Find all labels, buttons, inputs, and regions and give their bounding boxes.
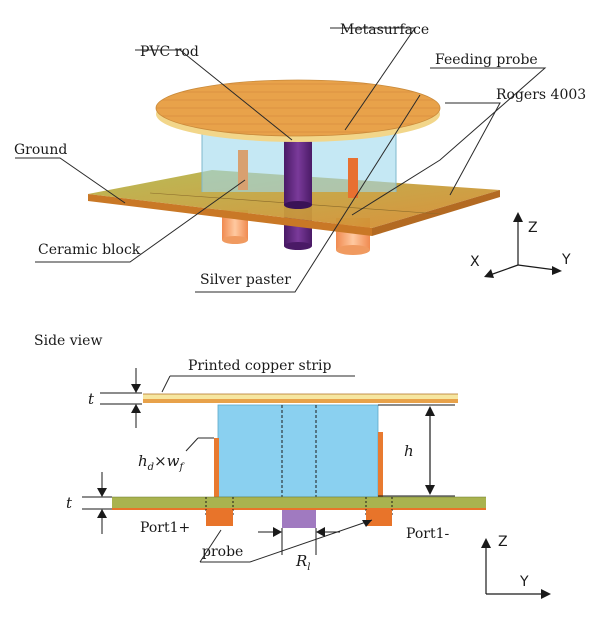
svg-text:hd×wf: hd×wf <box>138 452 186 473</box>
label-silver-paster: Silver paster <box>200 272 291 288</box>
label-metasurface: Metasurface <box>340 22 429 38</box>
side-ceramic-block <box>217 404 379 498</box>
probe-left <box>238 150 248 190</box>
label-probe: probe <box>202 544 243 560</box>
label-h: h <box>404 442 414 460</box>
dim-t-bottom: t <box>66 472 112 534</box>
label-rl: R <box>295 552 307 570</box>
label-pvc-rod: PVC rod <box>140 44 199 60</box>
label-wf-sub: f <box>179 462 186 473</box>
axis-side-z: Z <box>498 534 508 550</box>
side-port-plus-block <box>206 510 233 526</box>
label-wf: w <box>167 452 180 470</box>
side-rod-bottom <box>282 510 316 528</box>
label-t-top: t <box>88 390 95 408</box>
three-d-view: Metasurface PVC rod Feeding probe Rogers… <box>14 22 586 293</box>
dim-rl: Rl <box>258 527 340 573</box>
side-probe-right <box>378 432 383 498</box>
label-rl-sub: l <box>307 562 310 573</box>
leader-lines <box>15 27 547 293</box>
label-port-minus: Port1- <box>406 526 450 542</box>
svg-text:Rl: Rl <box>295 552 311 573</box>
label-ground: Ground <box>14 142 67 158</box>
label-rogers: Rogers 4003 <box>496 87 586 103</box>
axes-3d: Z X Y <box>470 212 571 278</box>
metasurface-disk <box>155 79 441 142</box>
probe-right <box>348 158 358 198</box>
axis-side-y: Y <box>519 574 529 590</box>
label-hd: h <box>138 452 148 470</box>
side-view-title: Side view <box>34 333 102 349</box>
label-feeding-probe: Feeding probe <box>435 52 538 68</box>
axis3d-x: X <box>470 254 480 270</box>
label-times: × <box>154 452 167 470</box>
side-port-minus-block <box>366 510 392 526</box>
axis3d-y: Y <box>561 252 571 268</box>
label-hd-sub: d <box>148 462 154 473</box>
axes-side: Z Y <box>481 534 551 599</box>
dim-t-top: t <box>88 368 142 428</box>
label-t-bottom: t <box>66 494 73 512</box>
dim-h: h <box>378 404 455 497</box>
axis3d-z: Z <box>528 220 538 236</box>
side-probe-left <box>214 438 219 498</box>
probe-callout: probe <box>199 519 373 563</box>
side-view: Side view Printed copper strip <box>34 333 551 599</box>
label-printed-copper-strip: Printed copper strip <box>188 358 332 374</box>
side-copper-strip <box>143 394 458 399</box>
label-ceramic-block: Ceramic block <box>38 242 141 258</box>
label-hd-wf: hd×wf <box>138 437 214 473</box>
label-port-plus: Port1+ <box>140 520 190 536</box>
side-ground-plate <box>112 497 486 509</box>
